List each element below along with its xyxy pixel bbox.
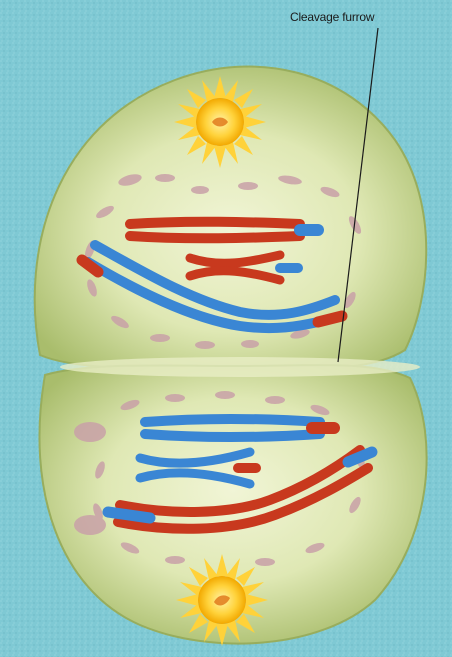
chromosome-blue-4b [145, 434, 320, 437]
top-centrosome-icon [174, 76, 266, 168]
chromosome-red-tip-3b [318, 316, 342, 322]
chromosome-blue-4a [145, 419, 320, 422]
chromosome-red-1b [130, 236, 300, 238]
chromosome-red-1a [130, 222, 300, 224]
cleavage-pinch [60, 357, 420, 377]
chromosome-blue-tip-6a [108, 512, 150, 518]
bottom-centrosome-icon [176, 554, 268, 646]
cleavage-furrow-label: Cleavage furrow [290, 10, 374, 24]
